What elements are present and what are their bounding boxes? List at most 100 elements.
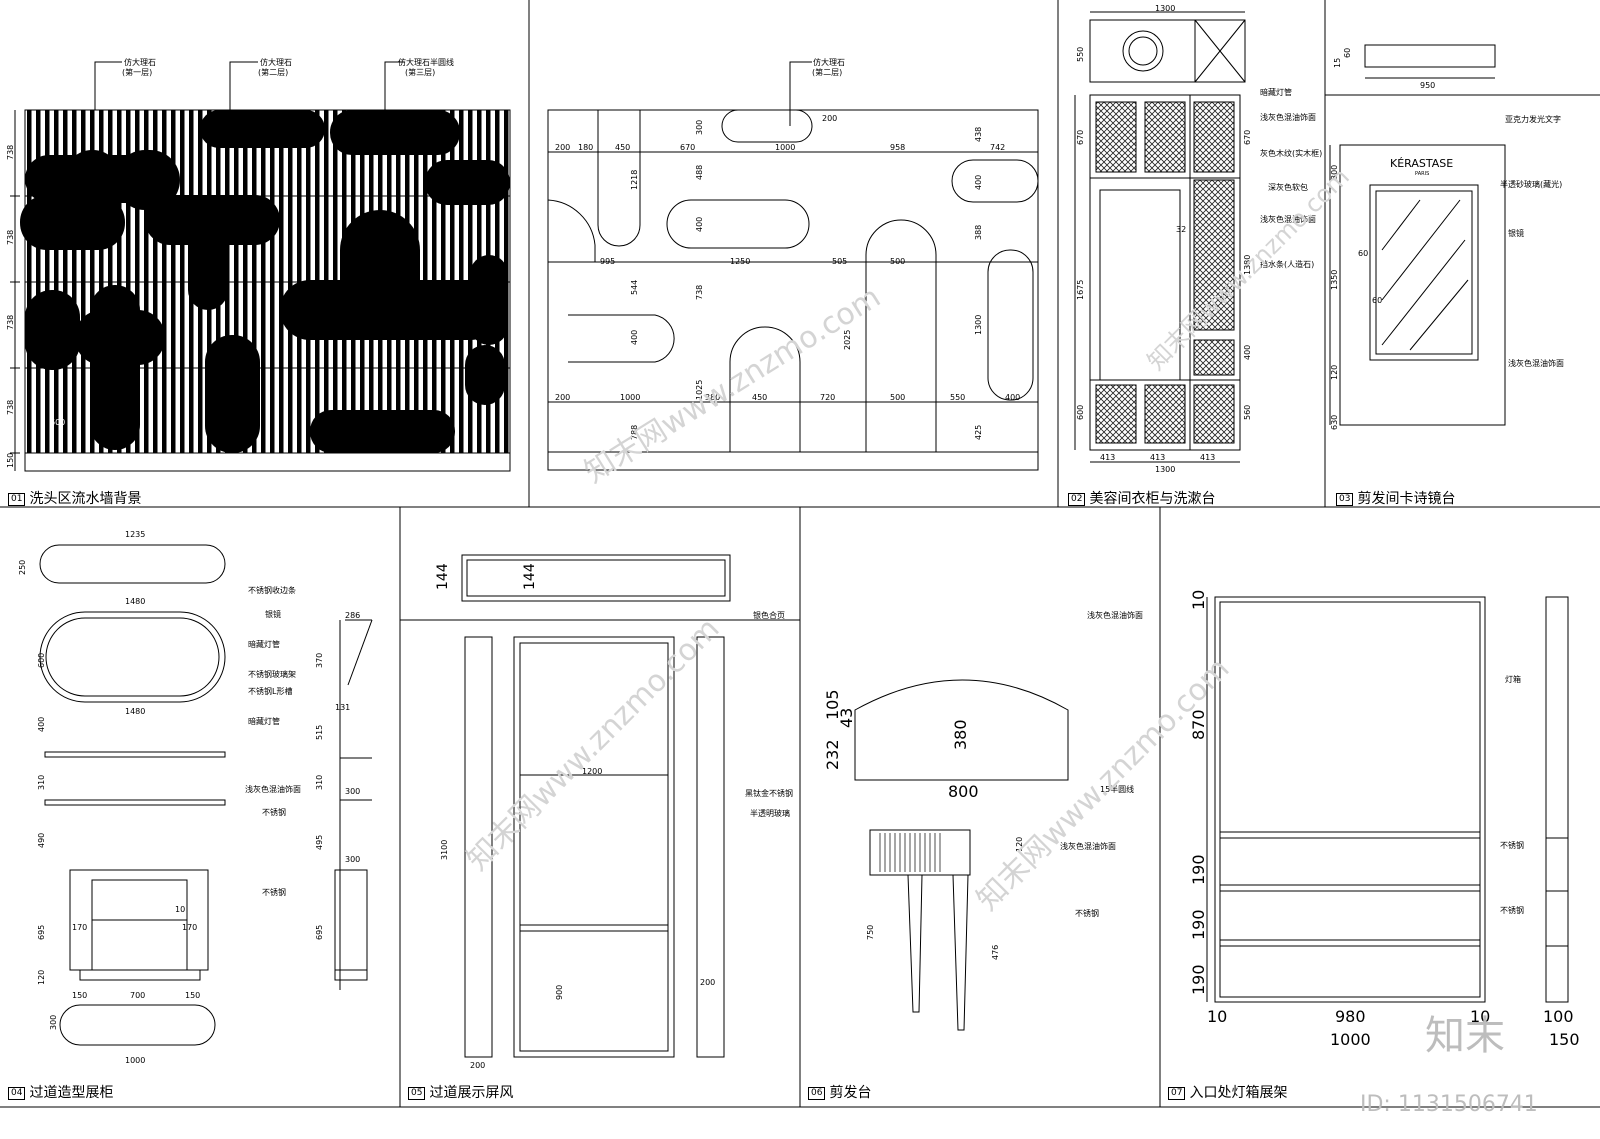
p4-note-9: 不锈钢	[262, 887, 286, 897]
p2-note-5: 浅灰色混油饰面	[1260, 214, 1316, 224]
panel-title-text-02: 美容间衣柜与洗漱台	[1089, 491, 1216, 507]
p6-dim-5: 800	[948, 782, 979, 801]
panel-03-drawing	[1329, 44, 1506, 426]
p2-dim-11: 413	[1200, 453, 1215, 462]
p1b-dim-25: 200	[555, 393, 570, 402]
watermark-id: ID: 1131506741	[1360, 1092, 1538, 1117]
p1b-dim-33: 400	[1005, 393, 1020, 402]
p4-dim-7: 1480	[125, 707, 145, 716]
p6-dim-1: 105	[823, 689, 842, 720]
p1b-dim-6: 958	[890, 143, 905, 152]
p2-dim-4: 670	[1076, 130, 1085, 145]
p4-dim-20: 150	[72, 991, 87, 1000]
p1-dim-h3: 738	[6, 315, 15, 330]
panel-num-07: 07	[1168, 1087, 1186, 1100]
p2-dim-13: 670	[1243, 130, 1252, 145]
p5-dim-13: 200	[700, 978, 715, 987]
p3-dim-4: 300	[1330, 165, 1339, 180]
panel-01-drawing: 仿大理石 (第一层) 仿大理石 (第二层) 仿大理石半圆线 (第三层) 738 …	[6, 57, 511, 472]
p6-note-4: 不锈钢	[1075, 908, 1099, 918]
p1-dim-h4: 738	[6, 400, 15, 415]
p3-dim-2: 60	[1343, 48, 1352, 58]
p3-logo-sub: PARIS	[1415, 171, 1429, 177]
p5-note-1: 银色合页	[753, 610, 785, 620]
p1b-dim-16: 995	[600, 257, 615, 266]
p6-note-1: 浅灰色混油饰面	[1087, 610, 1143, 620]
p4-note-1: 不锈钢收边条	[248, 585, 296, 595]
p2-dim-7: 600	[1076, 405, 1085, 420]
p1b-dim-9: 200	[822, 114, 837, 123]
p5-dim-12: 900	[555, 985, 564, 1000]
p1b-dim-10: 438	[974, 127, 983, 142]
p1b-note-b: (第二层)	[812, 67, 842, 77]
p4-note-8: 不锈钢	[262, 807, 286, 817]
p7-dim-7: 190	[1189, 909, 1208, 940]
p7-dim-13: 10	[1470, 1007, 1490, 1026]
p1b-dim-20: 544	[630, 280, 639, 295]
p4-note-5: 不锈钢L形槽	[248, 686, 292, 696]
p5-note-2: 黑钛金不锈钢	[745, 788, 793, 798]
p4-dim-26: 1000	[125, 1056, 145, 1065]
p1b-dim-34: 788	[630, 425, 639, 440]
p4-dim-2: 250	[18, 560, 27, 575]
p3-logo: KÉRASTASE	[1390, 157, 1453, 170]
p4-dim-18: 10	[175, 905, 185, 914]
p5-dim-4: 144	[522, 563, 538, 590]
panel-05-drawing	[461, 554, 731, 1058]
p3-dim-9: 60	[1372, 296, 1382, 305]
p4-dim-12: 490	[37, 833, 46, 848]
panel-num-04: 04	[8, 1087, 26, 1100]
p1b-dim-15: 388	[974, 225, 983, 240]
p1b-dim-7: 742	[990, 143, 1005, 152]
p4-dim-19: 170	[182, 923, 197, 932]
p4-dim-23: 300	[49, 1015, 58, 1030]
p3-dim-3: 950	[1420, 81, 1435, 90]
p2-dim-15: 1380	[1243, 255, 1252, 275]
p1b-dim-19: 500	[890, 257, 905, 266]
p1b-dim-26: 1000	[620, 393, 640, 402]
panel-num-02: 02	[1068, 493, 1086, 506]
p3-note-3: 银镜	[1508, 228, 1524, 238]
p5-dim-7: 3100	[440, 840, 449, 860]
p1-note-3b: (第三层)	[405, 67, 435, 77]
p1b-dim-21: 738	[695, 285, 704, 300]
p6-dim-11: 750	[866, 925, 875, 940]
p2-dim-1: 1300	[1155, 4, 1175, 13]
p4-dim-39: 300	[345, 855, 360, 864]
panel-title-text-05: 过道展示屏风	[429, 1085, 514, 1101]
panel-title-text-07: 入口处灯箱展架	[1189, 1085, 1288, 1101]
p4-dim-15: 695	[37, 925, 46, 940]
p3-note-2: 半透砂玻璃(藏光)	[1500, 179, 1562, 189]
p4-note-7: 浅灰色混油饰面	[245, 784, 301, 794]
p6-note-3: 浅灰色混油饰面	[1060, 841, 1116, 851]
p4-dim-5: 600	[37, 653, 46, 668]
p4-dim-1: 1235	[125, 530, 145, 539]
p7-note-3: 不锈钢	[1500, 905, 1524, 915]
panel-01b-drawing	[547, 61, 1039, 471]
p4-dim-17: 170	[72, 923, 87, 932]
p6-dim-4: 380	[951, 719, 970, 750]
p6-dim-12: 476	[991, 945, 1000, 960]
panel-num-03: 03	[1336, 493, 1354, 506]
p2-dim-2: 550	[1076, 47, 1085, 62]
p7-note-1: 灯箱	[1505, 674, 1521, 684]
p2-note-4: 深灰色软包	[1268, 182, 1308, 192]
p6-dim-7: 120	[1015, 837, 1024, 852]
p1-note-1a: 仿大理石	[124, 57, 156, 67]
p4-note-2: 银镜	[265, 609, 281, 619]
p2-dim-9: 413	[1100, 453, 1115, 462]
p1b-dim-11: 1218	[630, 170, 639, 190]
p1b-dim-5: 1000	[775, 143, 795, 152]
p2-note-6: 挡水条(人造石)	[1260, 259, 1314, 269]
p1b-dim-8: 300	[695, 120, 704, 135]
p5-dim-2: 144	[435, 563, 451, 590]
panel-num-06: 06	[808, 1087, 826, 1100]
p1b-dim-31: 500	[890, 393, 905, 402]
p3-dim-7: 630	[1330, 415, 1339, 430]
p4-dim-22: 150	[185, 991, 200, 1000]
p3-note-4: 浅灰色混油饰面	[1508, 358, 1564, 368]
